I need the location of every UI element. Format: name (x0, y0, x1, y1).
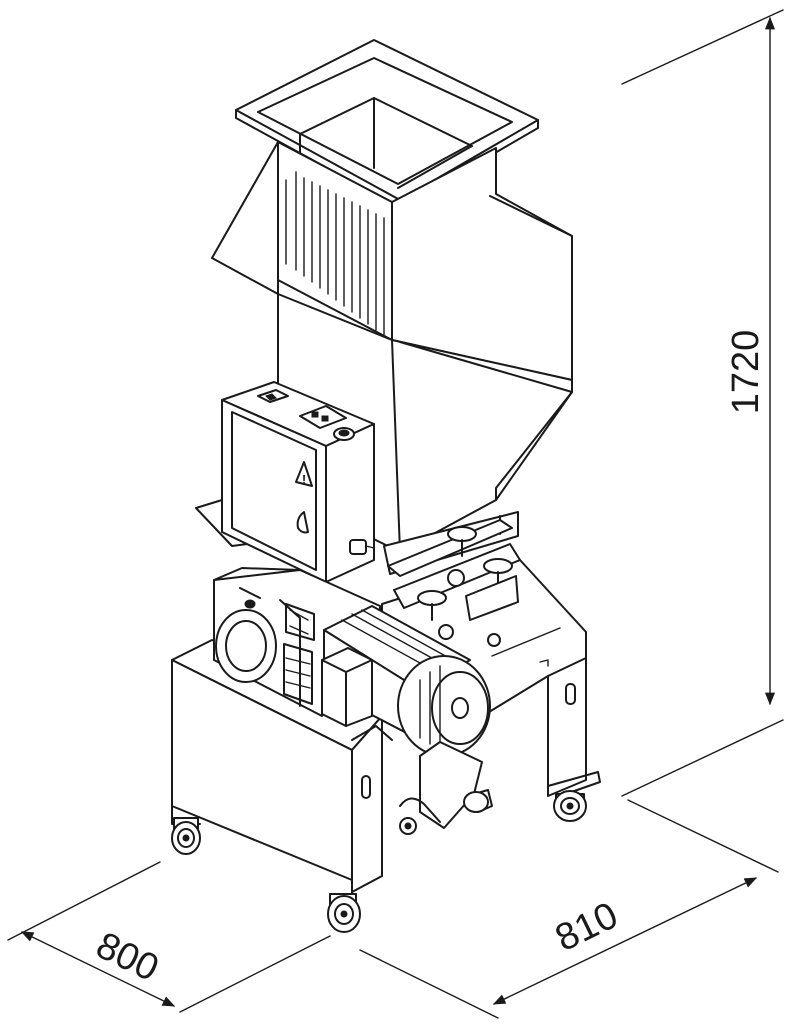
drive-gearbox (213, 567, 381, 717)
depth-dimension: 810 (359, 799, 779, 1019)
feed-hopper (211, 39, 573, 381)
caster-front (327, 879, 361, 933)
emergency-stop-button[interactable] (333, 427, 355, 441)
selector-switch-icon[interactable] (257, 389, 289, 403)
adjuster-knob-3[interactable] (417, 590, 447, 621)
knife-adjusters (387, 519, 521, 647)
height-dimension: 1720 (621, 9, 784, 797)
width-dimension-label: 800 (90, 924, 165, 990)
width-dimension: 800 (7, 861, 331, 1013)
belt-guard (283, 643, 313, 705)
adjuster-knob-1[interactable] (447, 526, 477, 557)
electrical-cabinet: ! (221, 381, 375, 583)
motor-terminal-box (321, 647, 373, 727)
discharge-spout (399, 741, 493, 835)
depth-dimension-label: 810 (549, 894, 624, 960)
caster-left (171, 805, 201, 855)
flywheel (215, 599, 277, 683)
start-stop-buttons[interactable] (299, 405, 347, 429)
motor-fan-cover (397, 655, 491, 757)
electric-motor (321, 605, 491, 757)
cabinet-door-handle[interactable] (296, 511, 309, 534)
spout-clamp-knob[interactable] (399, 817, 417, 835)
cable-gland (349, 539, 375, 555)
hopper-vent-slots (285, 171, 385, 337)
height-dimension-label: 1720 (725, 330, 767, 415)
warning-mark: ! (302, 472, 306, 487)
warning-triangle-icon: ! (295, 461, 313, 487)
